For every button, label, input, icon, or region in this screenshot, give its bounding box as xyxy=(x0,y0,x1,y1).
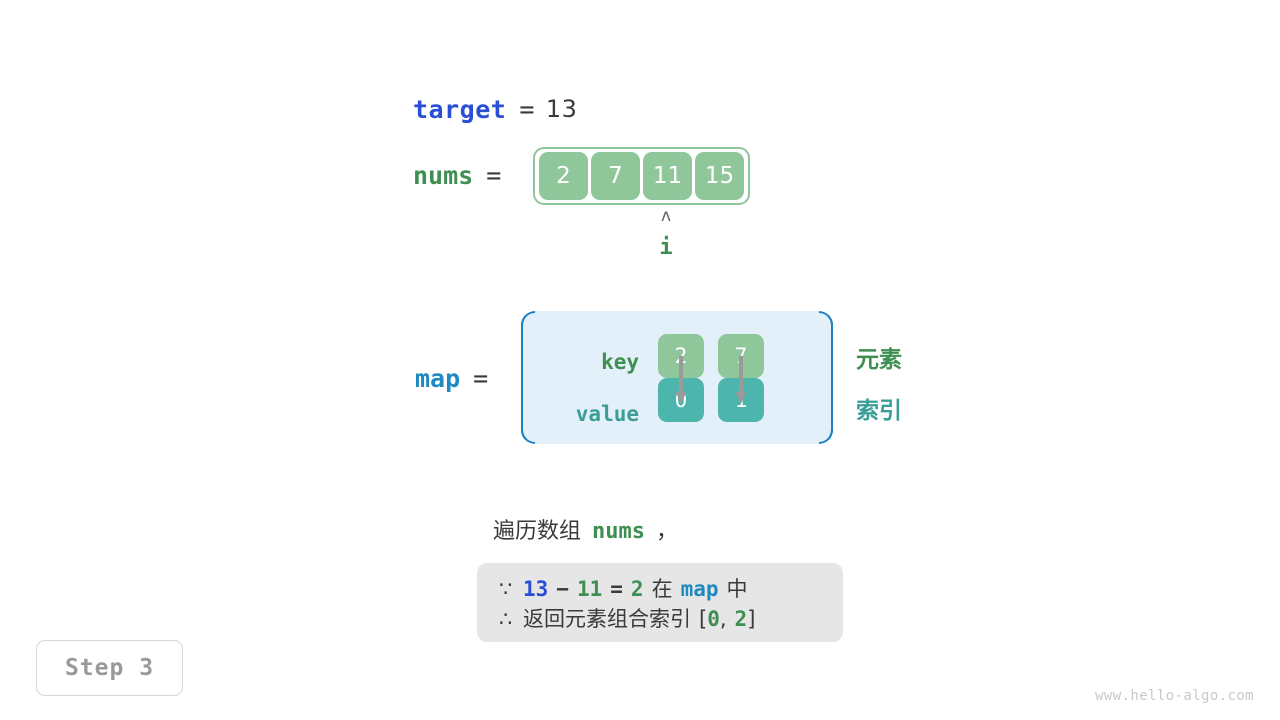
map-entry-1: 7 1 xyxy=(718,334,764,422)
caret-up-icon: ʌ xyxy=(660,206,672,226)
hint-map-token: map xyxy=(680,577,719,601)
nums-cell-3: 15 xyxy=(695,152,744,200)
target-value: 13 xyxy=(545,95,578,123)
map-label-row: map = xyxy=(415,362,499,394)
hint-line-2: ∴ 返回元素组合索引 [ 0 , 2 ] xyxy=(499,603,821,633)
map-bracket-right xyxy=(807,311,833,444)
hint-tail-text: 中 xyxy=(726,577,748,601)
index-pointer-group: ʌ i xyxy=(648,208,684,259)
therefore-symbol: ∴ xyxy=(499,607,513,631)
nums-variable-name: nums xyxy=(413,160,474,190)
map-entry-0: 2 0 xyxy=(658,334,704,422)
map-container: key value 2 0 7 1 xyxy=(521,311,833,444)
map-key-row-label: key xyxy=(601,350,639,374)
hint-bracket-open: [ xyxy=(699,607,708,631)
hint-minus-operator: − xyxy=(556,577,569,601)
nums-array: 2 7 11 15 xyxy=(533,147,750,205)
nums-cell-0: 2 xyxy=(539,152,588,200)
hint-bracket-close: ] xyxy=(747,607,756,631)
nums-row: nums = xyxy=(413,158,512,192)
hint-mid-text: 在 xyxy=(651,577,673,601)
hint-line-1: ∵ 13 − 11 = 2 在 map 中 xyxy=(499,573,821,603)
watermark: www.hello-algo.com xyxy=(1095,688,1254,704)
hint-result-c: 2 xyxy=(630,577,644,601)
caption-text: 遍历数组 nums ， xyxy=(493,513,678,545)
hint-equals-operator: = xyxy=(610,577,623,601)
hint-return-index-a: 0 xyxy=(707,607,720,631)
caption-code-nums: nums xyxy=(592,519,645,544)
map-key-cell-1: 7 xyxy=(718,334,764,378)
hint-operand-a: 13 xyxy=(523,577,549,601)
nums-equals-sign: = xyxy=(486,160,502,190)
map-value-cell-1: 1 xyxy=(718,378,764,422)
map-variable-name: map xyxy=(415,363,461,393)
nums-cell-2: 11 xyxy=(643,152,692,200)
hint-return-index-b: 2 xyxy=(734,607,748,631)
because-symbol: ∵ xyxy=(499,577,513,601)
hint-return-text: 返回元素组合索引 xyxy=(523,607,691,631)
caption-prefix: 遍历数组 xyxy=(493,519,582,544)
hint-box: ∵ 13 − 11 = 2 在 map 中 ∴ 返回元素组合索引 [ 0 , 2 xyxy=(477,563,843,642)
map-value-row-label: value xyxy=(575,402,639,426)
index-pointer-label: i xyxy=(659,235,673,260)
hint-index-comma: , xyxy=(719,607,727,631)
map-value-cell-0: 0 xyxy=(658,378,704,422)
side-label-element: 元素 xyxy=(856,347,902,373)
map-key-cell-0: 2 xyxy=(658,334,704,378)
target-variable-name: target xyxy=(413,94,507,124)
target-row: target = 13 xyxy=(413,92,577,126)
nums-cell-1: 7 xyxy=(591,152,640,200)
map-equals-sign: = xyxy=(473,363,489,393)
hint-operand-b: 11 xyxy=(576,577,603,601)
step-badge: Step 3 xyxy=(36,640,183,696)
side-label-index: 索引 xyxy=(856,398,902,424)
caption-suffix: ， xyxy=(656,519,679,544)
target-equals-sign: = xyxy=(519,94,535,124)
